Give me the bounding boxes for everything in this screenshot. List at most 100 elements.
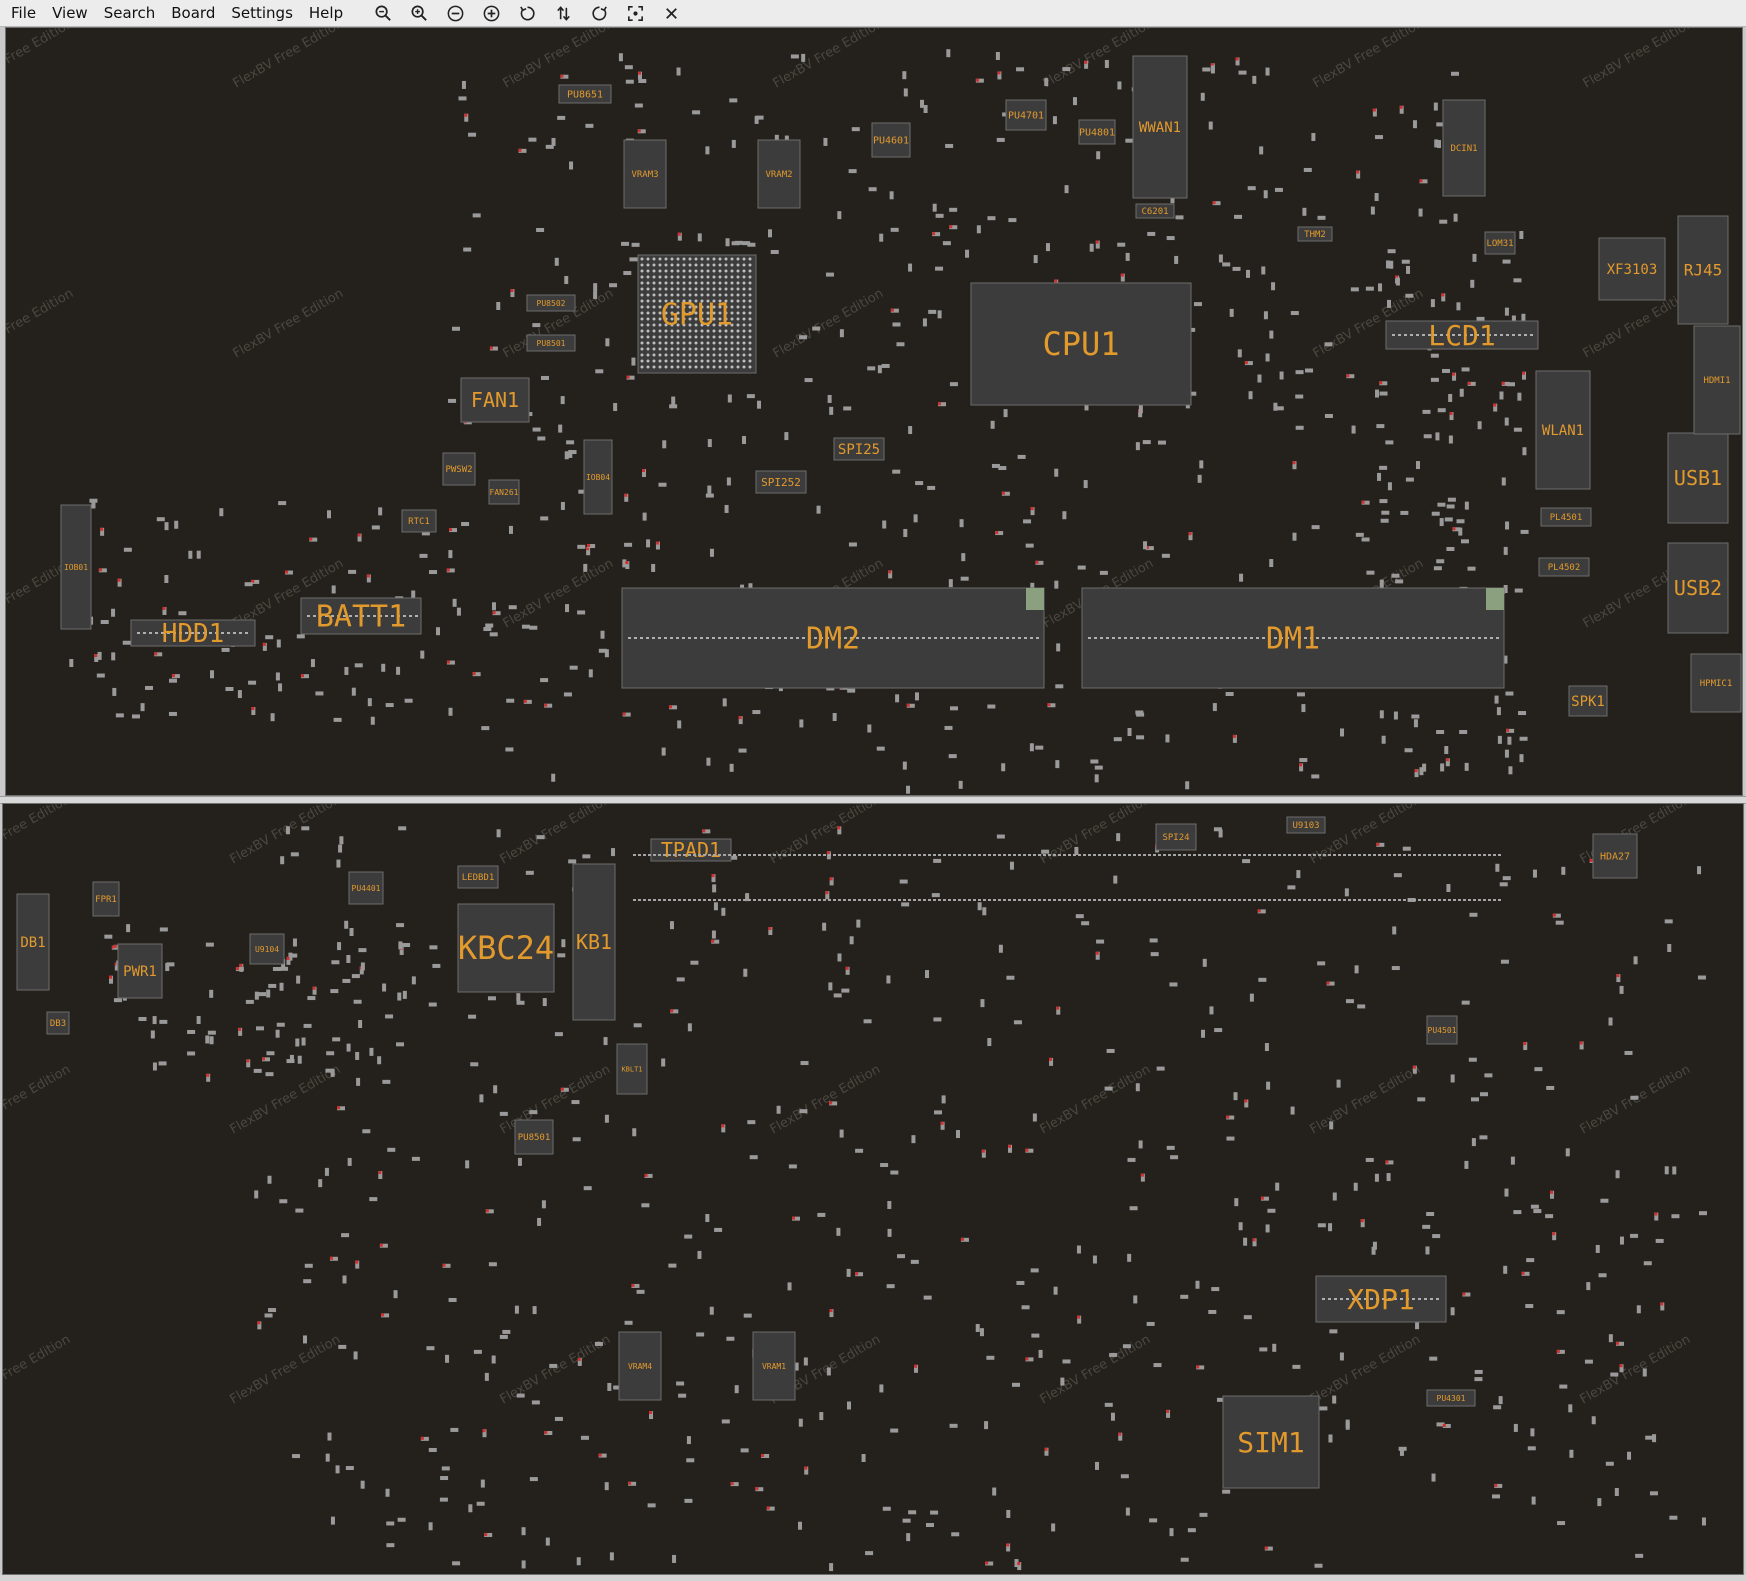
smd-part bbox=[1615, 1341, 1624, 1346]
pad-row bbox=[758, 854, 761, 856]
close-icon[interactable] bbox=[653, 0, 689, 26]
smd-part bbox=[289, 953, 298, 958]
zoom-out-icon[interactable] bbox=[365, 0, 401, 26]
smd-part bbox=[1243, 1237, 1248, 1246]
pad-row bbox=[703, 854, 706, 856]
pad-row bbox=[1053, 899, 1056, 901]
smd-part bbox=[1104, 1402, 1113, 1407]
smd-part bbox=[1470, 279, 1475, 288]
smd-part bbox=[1233, 1092, 1238, 1101]
smd-part bbox=[290, 852, 299, 857]
smd-part bbox=[502, 1329, 511, 1334]
smd-part bbox=[278, 501, 287, 506]
smd-part bbox=[1260, 1196, 1269, 1201]
smd-part bbox=[1608, 1334, 1613, 1343]
smd-part bbox=[1430, 377, 1439, 382]
smd-part bbox=[1423, 434, 1432, 439]
menu-board[interactable]: Board bbox=[171, 4, 216, 22]
smd-part bbox=[901, 902, 910, 907]
smd-part bbox=[94, 654, 99, 663]
rotate-right-icon[interactable] bbox=[581, 0, 617, 26]
smd-part bbox=[1552, 913, 1561, 918]
ref-label: XDP1 bbox=[1347, 1283, 1414, 1316]
smd-part bbox=[446, 660, 455, 665]
pad-row bbox=[1478, 899, 1481, 901]
pad-row bbox=[753, 899, 756, 901]
smd-part bbox=[1387, 249, 1396, 254]
zoom-minus-icon[interactable] bbox=[437, 0, 473, 26]
smd-part bbox=[995, 52, 1000, 61]
smd-part bbox=[1089, 243, 1094, 252]
smd-part bbox=[251, 707, 256, 716]
smd-part bbox=[755, 115, 764, 120]
smd-part bbox=[1226, 1136, 1235, 1141]
smd-part bbox=[1527, 1446, 1536, 1451]
menu-settings[interactable]: Settings bbox=[231, 4, 293, 22]
smd-part bbox=[381, 663, 386, 672]
zoom-in-icon[interactable] bbox=[401, 0, 437, 26]
smd-part bbox=[1292, 461, 1297, 470]
pad-row bbox=[883, 899, 886, 901]
pad-row bbox=[1498, 899, 1501, 901]
smd-part bbox=[738, 748, 747, 753]
rotate-left-icon[interactable] bbox=[509, 0, 545, 26]
smd-part bbox=[1450, 71, 1459, 76]
smd-part bbox=[540, 516, 549, 521]
smd-part bbox=[646, 539, 651, 548]
pad-row bbox=[768, 899, 771, 901]
menu-file[interactable]: File bbox=[11, 4, 37, 22]
pad-row bbox=[653, 854, 656, 856]
pad-row bbox=[913, 854, 916, 856]
smd-part bbox=[1422, 763, 1427, 772]
smd-part bbox=[484, 1532, 493, 1537]
pad-row bbox=[888, 899, 891, 901]
smd-part bbox=[360, 962, 365, 971]
smd-part bbox=[906, 1533, 911, 1542]
component-rj45: RJ45 bbox=[1677, 215, 1729, 325]
smd-part bbox=[154, 652, 163, 657]
smd-part bbox=[1445, 758, 1450, 767]
smd-part bbox=[532, 1306, 537, 1315]
pad-row bbox=[793, 854, 796, 856]
smd-part bbox=[521, 624, 530, 629]
ref-label: HPMIC1 bbox=[1700, 679, 1733, 689]
smd-part bbox=[1242, 859, 1251, 864]
pad-row bbox=[1108, 854, 1111, 856]
menu-help[interactable]: Help bbox=[308, 4, 344, 22]
menu-search[interactable]: Search bbox=[103, 4, 156, 22]
pad-row bbox=[1038, 854, 1041, 856]
flip-icon[interactable] bbox=[545, 0, 581, 26]
smd-part bbox=[1556, 1310, 1565, 1315]
smd-part bbox=[951, 1532, 960, 1537]
smd-part bbox=[1317, 215, 1326, 220]
zoom-plus-icon[interactable] bbox=[473, 0, 509, 26]
smd-part bbox=[613, 403, 618, 412]
ref-label: DB3 bbox=[50, 1019, 66, 1029]
smd-part bbox=[516, 993, 521, 1002]
fit-view-icon[interactable] bbox=[617, 0, 653, 26]
smd-part bbox=[676, 977, 685, 982]
smd-part bbox=[324, 1167, 329, 1176]
smd-part bbox=[1209, 1006, 1214, 1015]
smd-part bbox=[1511, 315, 1516, 324]
smd-part bbox=[1110, 1412, 1115, 1421]
smd-part bbox=[329, 1256, 338, 1261]
smd-part bbox=[1452, 527, 1461, 532]
smd-part bbox=[549, 1363, 558, 1368]
smd-part bbox=[1398, 1446, 1407, 1451]
smd-part bbox=[1136, 712, 1145, 717]
smd-part bbox=[387, 1147, 396, 1152]
smd-part bbox=[1437, 502, 1446, 507]
pad-row bbox=[1233, 899, 1236, 901]
smd-part bbox=[292, 1454, 301, 1459]
smd-part bbox=[1440, 763, 1445, 772]
smd-part bbox=[1436, 1422, 1445, 1427]
smd-part bbox=[254, 1190, 259, 1199]
pad-row bbox=[1093, 854, 1096, 856]
menu-view[interactable]: View bbox=[52, 4, 88, 22]
pad-row bbox=[988, 854, 991, 856]
